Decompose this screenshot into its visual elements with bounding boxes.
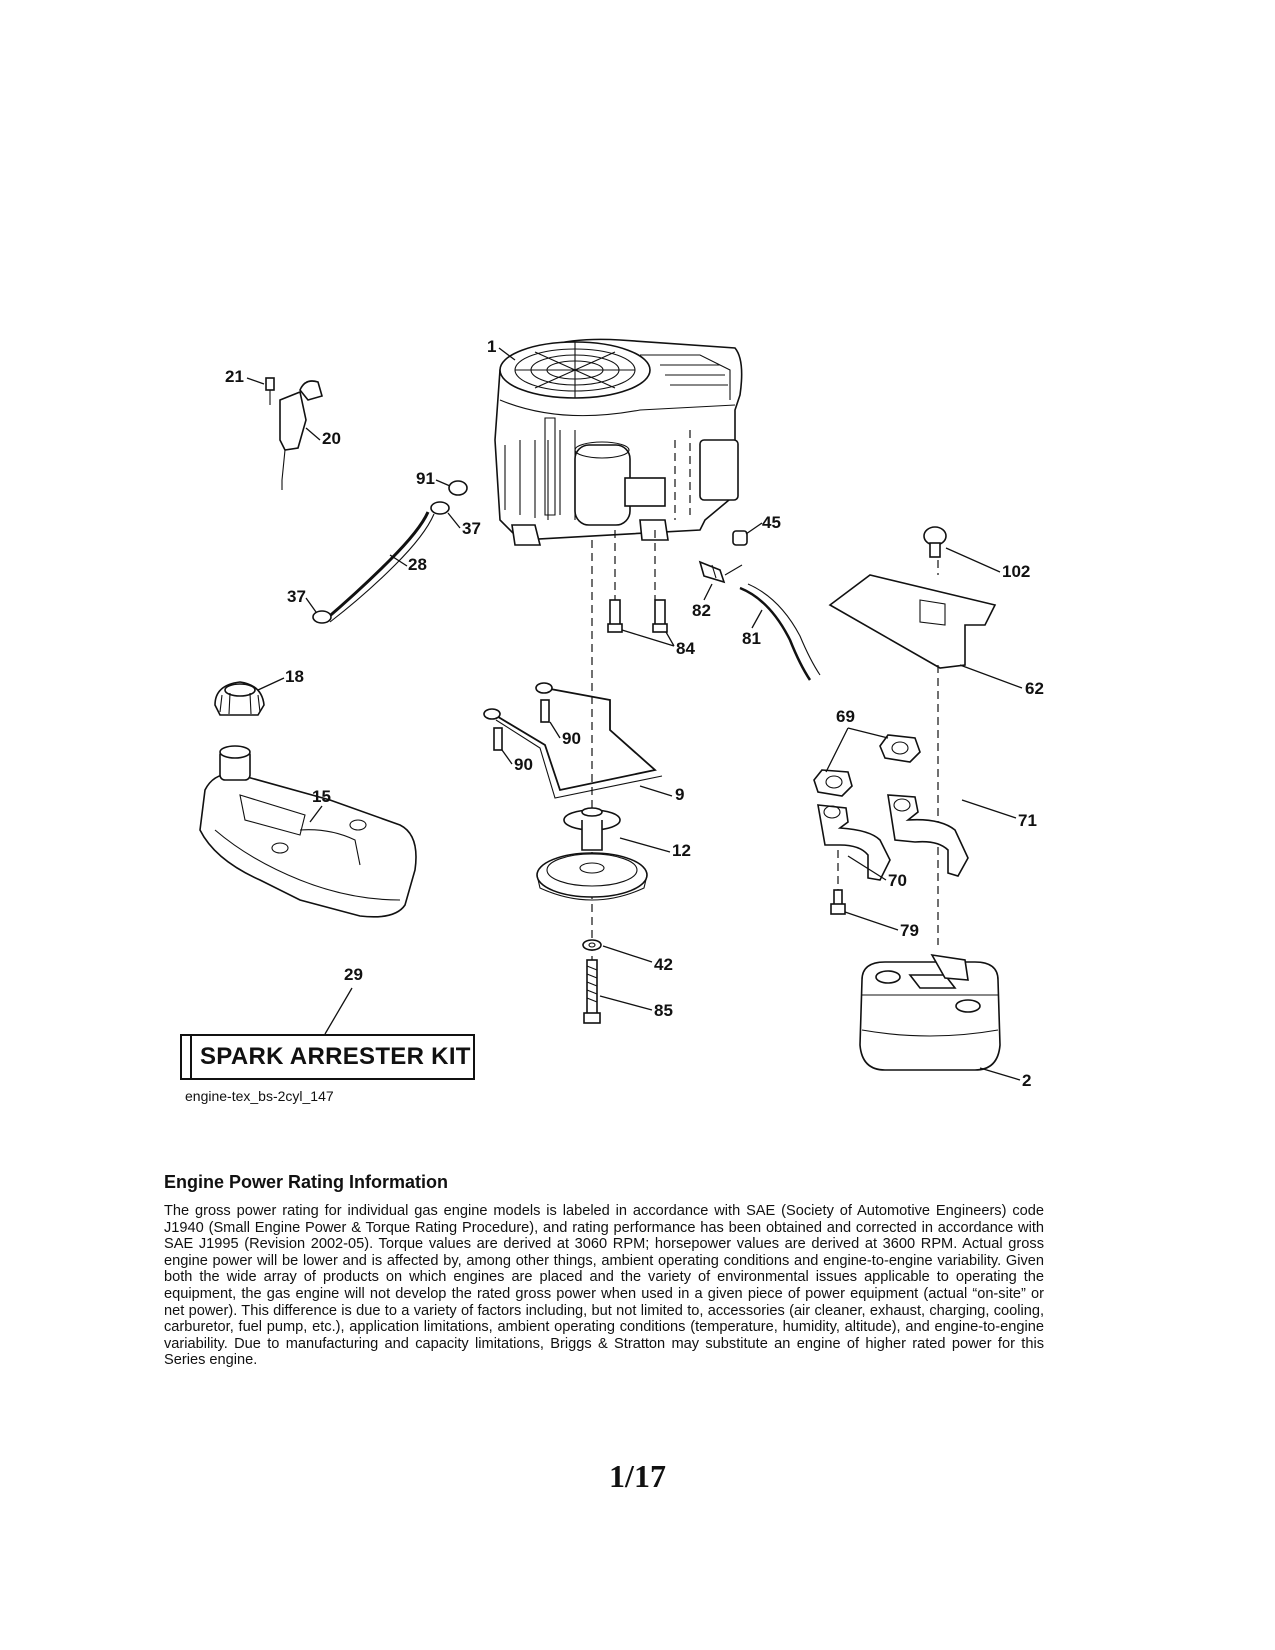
bolts-part-84 <box>607 599 668 633</box>
muffler-part-2 <box>859 953 1001 1071</box>
callout-2: 2 <box>1022 1071 1031 1090</box>
engine-part-1 <box>494 338 743 546</box>
fuel-filter-part-82 <box>698 530 821 681</box>
callout-82: 82 <box>692 601 711 620</box>
callout-45: 45 <box>762 513 781 532</box>
pulley-part-12 <box>536 807 648 901</box>
callout-37b: 37 <box>287 587 306 606</box>
throttle-control-part-20 <box>265 377 323 490</box>
gaskets-part-69 <box>813 734 921 797</box>
callout-62: 62 <box>1025 679 1044 698</box>
callout-21: 21 <box>225 367 244 386</box>
fuel-cap-part-18 <box>214 681 265 716</box>
callout-79: 79 <box>900 921 919 940</box>
callout-29: 29 <box>344 965 363 984</box>
spark-arrester-kit-label: SPARK ARRESTER KIT <box>180 1034 475 1080</box>
exhaust-pipe-part-71 <box>887 794 969 877</box>
exhaust-pipe-part-70 <box>817 804 891 881</box>
fuel-line-part-28 <box>312 480 468 624</box>
callout-102: 102 <box>1002 562 1030 581</box>
callout-69: 69 <box>836 707 855 726</box>
callout-1: 1 <box>487 337 496 356</box>
rating-heading: Engine Power Rating Information <box>164 1172 449 1192</box>
callout-37a: 37 <box>462 519 481 538</box>
page-number: 1/17 <box>609 1458 666 1494</box>
callout-90a: 90 <box>562 729 581 748</box>
callout-90b: 90 <box>514 755 533 774</box>
callout-91: 91 <box>416 469 435 488</box>
diagram-id: engine-tex_bs-2cyl_147 <box>185 1088 334 1104</box>
bolt-part-85 <box>582 939 602 1024</box>
bracket-part-9 <box>483 682 663 799</box>
callout-15: 15 <box>312 787 331 806</box>
fuel-tank-part-15 <box>199 745 417 918</box>
bolt-part-79 <box>830 889 846 915</box>
engine-power-rating-section: Engine Power Rating Information The gros… <box>164 1172 1044 1369</box>
callout-12: 12 <box>672 841 691 860</box>
rating-body: The gross power rating for individual ga… <box>164 1203 1044 1369</box>
callout-28: 28 <box>408 555 427 574</box>
callout-71: 71 <box>1018 811 1037 830</box>
callout-70: 70 <box>888 871 907 890</box>
callout-20: 20 <box>322 429 341 448</box>
heat-shield-part-62 <box>828 526 997 669</box>
spark-arrester-kit-text: SPARK ARRESTER KIT <box>200 1043 471 1070</box>
callout-84: 84 <box>676 639 695 658</box>
callout-81: 81 <box>742 629 761 648</box>
callout-9: 9 <box>675 785 684 804</box>
engine-parts-diagram: 1 21 20 91 37 28 37 45 82 81 <box>199 337 1044 1090</box>
callout-85: 85 <box>654 1001 673 1020</box>
callout-42: 42 <box>654 955 673 974</box>
callout-18: 18 <box>285 667 304 686</box>
